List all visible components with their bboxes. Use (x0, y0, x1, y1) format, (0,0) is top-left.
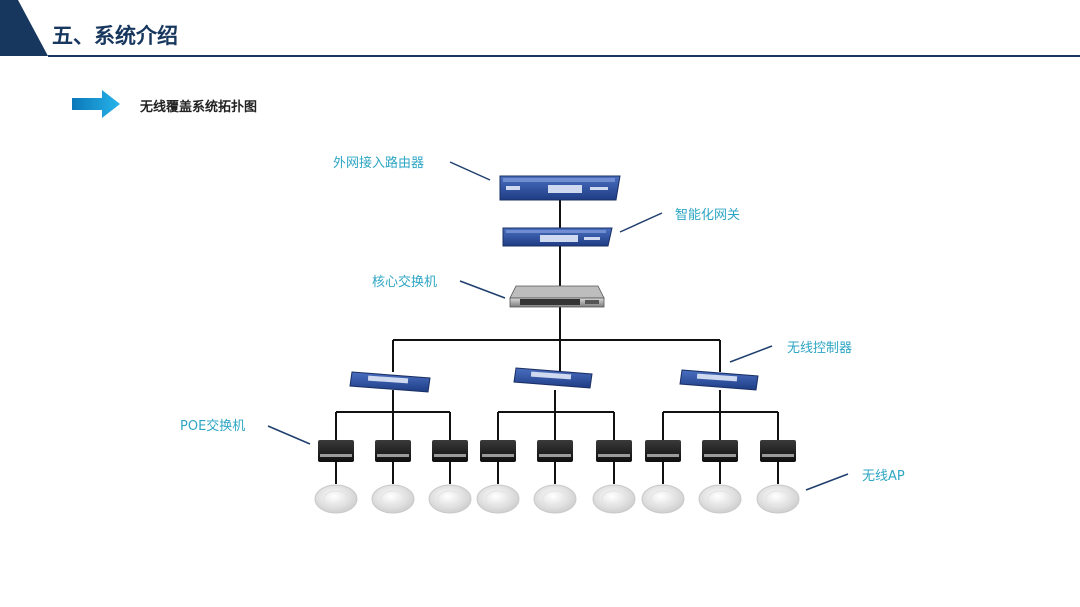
wireless-ap-icon (314, 484, 358, 514)
poe-injector-row (318, 440, 796, 462)
poe-injector (318, 440, 354, 462)
header-bar (0, 0, 1080, 57)
label-core-switch: 核心交换机 (372, 274, 437, 290)
poe-injector (537, 440, 573, 462)
wireless-ap-icon (476, 484, 520, 514)
poe-injector (760, 440, 796, 462)
core-switch-device (509, 285, 605, 308)
poe-injector (596, 440, 632, 462)
poe-injector (702, 440, 738, 462)
poe-injector (645, 440, 681, 462)
label-poe-switch: POE交换机 (180, 418, 245, 434)
label-gateway: 智能化网关 (675, 208, 740, 223)
label-router: 外网接入路由器 (333, 155, 424, 171)
wireless-ap-icon (592, 484, 636, 514)
gateway-device (502, 227, 613, 247)
poe-switch-device (349, 371, 431, 393)
wireless-ap-icon (371, 484, 415, 514)
label-wireless-ap: 无线AP (862, 469, 905, 484)
poe-injector (480, 440, 516, 462)
poe-switch-device (679, 369, 759, 391)
label-wireless-controller: 无线控制器 (787, 341, 852, 356)
wireless-ap-row (314, 484, 800, 514)
label-leader-lines (267, 161, 849, 491)
section-title: 无线覆盖系统拓扑图 (140, 100, 258, 115)
arrow-right-icon (72, 90, 120, 118)
header-corner-shape (0, 0, 48, 56)
wireless-ap-icon (756, 484, 800, 514)
wireless-ap-icon (533, 484, 577, 514)
wireless-ap-icon (428, 484, 472, 514)
wireless-ap-icon (641, 484, 685, 514)
poe-switch-device (513, 367, 593, 389)
router-device (499, 175, 621, 201)
wireless-ap-icon (698, 484, 742, 514)
connection-lines (335, 200, 779, 484)
page-title: 五、系统介绍 (52, 24, 178, 48)
poe-injector (375, 440, 411, 462)
poe-injector (432, 440, 468, 462)
